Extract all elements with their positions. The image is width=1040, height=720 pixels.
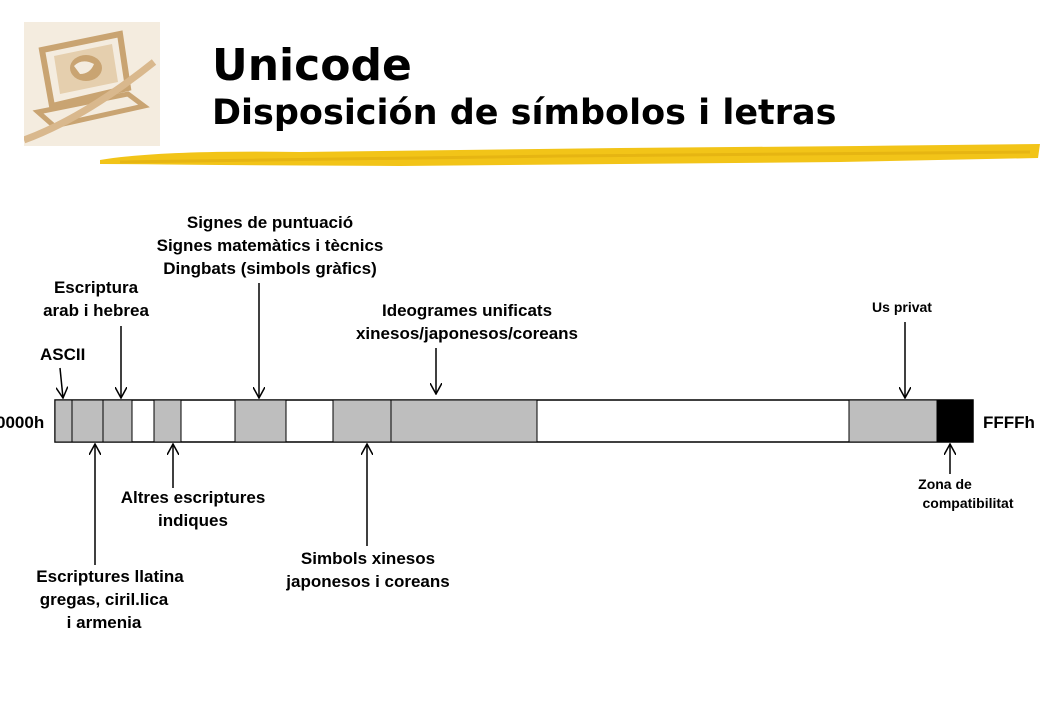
- label-latin-line1: Escriptures llatina: [36, 567, 184, 586]
- yellow-brush-underline: [100, 138, 1040, 172]
- label-cjk-symbols-line2: japonesos i coreans: [285, 572, 449, 591]
- label-punctuation-line3: Dingbats (simbols gràfics): [163, 259, 376, 278]
- end-label: FFFFh: [983, 413, 1035, 432]
- block-latin: [71, 399, 104, 443]
- block-ascii: [54, 399, 73, 443]
- label-compatibility-line2: compatibilitat: [922, 495, 1013, 511]
- label-indic-line1: Altres escriptures: [121, 488, 266, 507]
- block-ideographs: [390, 399, 538, 443]
- label-ideographs-line1: Ideogrames unificats: [382, 301, 552, 320]
- label-latin-line2: gregas, ciril.lica: [40, 590, 169, 609]
- title-block: Unicode Disposición de símbolos i letras: [212, 40, 837, 134]
- label-compatibility-line1: Zona de: [918, 476, 972, 492]
- label-private-use: Us privat: [872, 299, 932, 315]
- label-arab-hebrew-line1: Escriptura: [54, 278, 139, 297]
- arrow-ascii: [60, 367, 63, 398]
- block-arab-hebrew: [102, 399, 133, 443]
- block-indic: [153, 399, 182, 443]
- label-indic-line2: indiques: [158, 511, 228, 530]
- block-compatibility: [936, 399, 974, 443]
- label-ideographs-line2: xinesos/japonesos/coreans: [356, 324, 578, 343]
- label-punctuation-line1: Signes de puntuació: [187, 213, 353, 232]
- page-subtitle: Disposición de símbolos i letras: [212, 93, 837, 133]
- label-latin-line3: i armenia: [67, 613, 142, 632]
- block-punctuation: [234, 399, 287, 443]
- label-cjk-symbols-line1: Simbols xinesos: [301, 549, 435, 568]
- block-cjk-symbols: [332, 399, 392, 443]
- computer-globe-logo: [22, 22, 160, 146]
- start-label: 0000h: [0, 413, 44, 432]
- label-ascii: ASCII: [40, 345, 85, 364]
- label-punctuation-line2: Signes matemàtics i tècnics: [157, 236, 384, 255]
- block-private-use: [848, 399, 938, 443]
- label-arab-hebrew-line2: arab i hebrea: [43, 301, 149, 320]
- page-title: Unicode: [212, 40, 412, 91]
